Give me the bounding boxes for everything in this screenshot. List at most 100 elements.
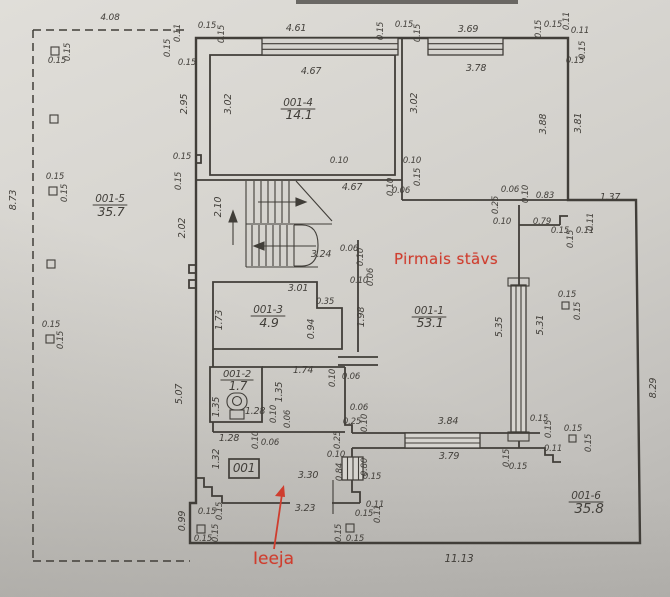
dim-label: 1.28 (219, 433, 240, 444)
dim-label: 3.79 (439, 451, 460, 462)
dim-label: 0.15 (56, 331, 66, 349)
column-markers (45, 46, 577, 534)
dim-label: 0.80 (360, 458, 370, 476)
window-top-left (261, 37, 399, 56)
windows (261, 37, 530, 481)
dim-label: 0.06 (342, 372, 361, 382)
entrance-label: Ieeja (253, 549, 295, 569)
dim-label: 0.06 (350, 403, 369, 413)
dim-label: 1.35 (211, 397, 222, 418)
dim-label: 0.15 (163, 39, 173, 57)
dim-label: 0.10 (360, 414, 370, 432)
window-small-vertical (341, 456, 364, 481)
dim-label: 1.37 (600, 192, 621, 203)
dim-label: 3.23 (295, 503, 316, 514)
stairs (228, 180, 333, 268)
room-area-001-2: 1.7 (229, 379, 248, 393)
window-bottom (404, 432, 481, 449)
dim-label: 0.06 (261, 438, 280, 448)
dim-label: 3.01 (288, 283, 308, 294)
dim-label: 0.11 (571, 26, 589, 36)
dim-label: 0.15 (215, 502, 225, 520)
dim-label: 0.15 (363, 472, 381, 482)
dim-label: 0.15 (544, 20, 562, 30)
dim-label: 0.15 (198, 507, 216, 517)
dim-label: 0.25 (333, 431, 343, 449)
dim-label: 0.15 (63, 43, 73, 61)
dim-label: 0.83 (536, 191, 554, 201)
unit-number: 001 (233, 461, 255, 475)
room-code-001-3: 001-3 (253, 304, 283, 316)
dim-label: 0.15 (530, 414, 548, 424)
dim-label: 0.10 (493, 217, 511, 227)
room-code-001-1: 001-1 (414, 305, 444, 317)
stair-arrow-down-icon (252, 241, 265, 251)
dim-label: 0.11 (544, 444, 562, 454)
dim-label: 8.73 (8, 190, 19, 211)
room-area-001-6: 35.8 (574, 501, 603, 517)
stair-arrow-up-icon (295, 197, 308, 207)
dim-label: 0.15 (395, 20, 413, 30)
photo-edge-artifact (296, 0, 518, 4)
dim-label: 0.25 (343, 417, 361, 427)
exterior-wall (188, 36, 642, 545)
dim-label: 0.15 (48, 56, 66, 66)
dim-label: 3.81 (573, 113, 584, 133)
dim-label: 0.15 (355, 509, 373, 519)
dim-label: 5.31 (535, 315, 546, 335)
dim-label: 0.25 (491, 196, 501, 214)
unit-number-box (228, 458, 260, 479)
dim-label: 0.10 (356, 248, 366, 266)
dim-label: 1.32 (211, 449, 222, 470)
dim-label: 0.10 (403, 156, 421, 166)
dim-label: 0.11 (562, 12, 572, 30)
dim-label: 4.67 (342, 182, 363, 193)
dim-label: 4.67 (301, 66, 322, 77)
dim-label: 0.15 (60, 184, 70, 202)
dim-label: 3.02 (223, 94, 234, 115)
dim-label: 8.29 (648, 378, 659, 399)
window-top-right (427, 37, 504, 56)
dim-label: 0.15 (178, 58, 196, 68)
dim-label: 1.74 (293, 365, 314, 376)
dim-label: 3.88 (538, 114, 549, 135)
dim-label: 3.30 (298, 470, 319, 481)
toilet-icon (226, 392, 248, 420)
floor-title: Pirmais stāvs (394, 250, 499, 268)
dim-label: 0.15 (211, 524, 221, 542)
room-code-001-2: 001-2 (223, 369, 251, 380)
dim-label: 0.99 (177, 511, 188, 532)
room-area-001-5: 35.7 (97, 204, 124, 219)
dim-label: 3.24 (311, 249, 332, 260)
dim-label: 0.15 (42, 320, 60, 330)
overall-width-dim: 11.13 (444, 553, 473, 565)
room-code-001-4: 001-4 (283, 97, 313, 109)
dim-label: 0.10 (269, 405, 279, 423)
dim-label: 0.06 (283, 409, 293, 428)
dim-label: 0.15 (544, 420, 554, 438)
dim-label: 0.06 (340, 244, 359, 254)
dim-label: 0.10 (330, 156, 348, 166)
dim-label: 0.15 (46, 172, 64, 182)
dim-label: 5.35 (494, 317, 505, 338)
stair-diagonal (295, 180, 333, 222)
dim-label: 0.15 (413, 168, 423, 186)
dim-label: 0.10 (386, 178, 396, 196)
entrance-arrowhead-icon (275, 485, 285, 497)
dim-label: 2.02 (177, 218, 188, 239)
dim-label: 0.10 (251, 431, 261, 449)
dim-label: 0.15 (578, 41, 588, 59)
dim-label: 1.98 (356, 307, 367, 328)
room-code-001-5: 001-5 (95, 193, 125, 205)
dim-label: 0.15 (584, 434, 594, 452)
room-area-001-4: 14.1 (285, 107, 312, 122)
dim-label: 0.15 (551, 226, 569, 236)
dim-label: 1.73 (214, 310, 225, 331)
dim-label: 0.06 (366, 267, 376, 286)
dim-label: 0.15 (334, 524, 344, 542)
dim-label: 0.10 (521, 185, 531, 203)
dim-label: 0.15 (564, 424, 582, 434)
